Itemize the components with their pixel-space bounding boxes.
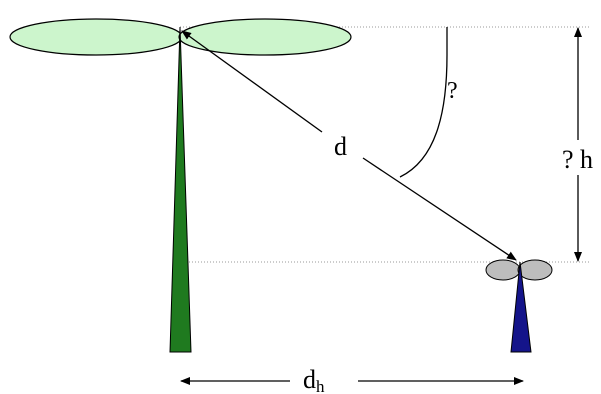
tall-tree [9, 18, 352, 353]
horizontal-distance-subscript: h [316, 377, 325, 394]
angle-arc [399, 27, 448, 178]
horizontal-distance-main: d [303, 365, 316, 394]
short-tree-canopy-right [517, 259, 553, 281]
tall-tree-canopy-right [178, 18, 352, 56]
tall-tree-canopy-left [9, 18, 183, 56]
short-tree-canopy-left [485, 259, 521, 281]
distance-arrow-upper [181, 30, 323, 133]
distance-label: d [334, 132, 347, 161]
horizontal-distance-label: dh [303, 365, 325, 394]
short-tree-trunk [510, 261, 532, 353]
angle-label: ? [447, 78, 458, 104]
tall-tree-trunk [169, 26, 192, 353]
height-difference-label: ? h [562, 145, 593, 174]
distance-arrow-lower [362, 157, 517, 261]
short-tree [485, 259, 553, 353]
